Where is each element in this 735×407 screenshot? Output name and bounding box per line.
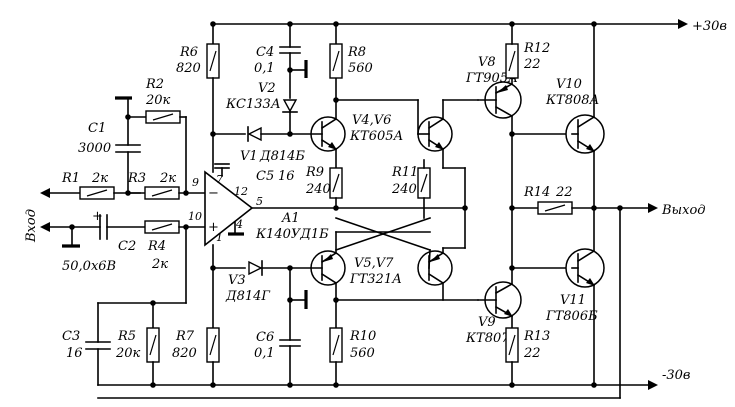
r2-ref: R2 bbox=[145, 77, 164, 92]
r12-value: 22 bbox=[523, 57, 541, 72]
r8-value: 560 bbox=[348, 61, 373, 76]
r13-value: 22 bbox=[523, 346, 541, 361]
r3-value: 2к bbox=[159, 171, 176, 186]
r6-value: 820 bbox=[176, 61, 201, 76]
r1-ref: R1 bbox=[61, 171, 80, 186]
transistor-v7 bbox=[417, 250, 453, 286]
c2-ref: C2 bbox=[118, 239, 136, 254]
r6-ref: R6 bbox=[179, 45, 198, 60]
r11-ref: R11 bbox=[391, 165, 418, 180]
positive-rail-label: +30в bbox=[692, 19, 727, 34]
opamp-pin-9: 9 bbox=[192, 176, 199, 189]
r7-value: 820 bbox=[172, 346, 197, 361]
opamp-minus-sign: − bbox=[208, 186, 219, 201]
v4v6-ref: V4,V6 bbox=[352, 113, 391, 128]
c4-ref: C4 bbox=[256, 45, 274, 60]
v5v7-part: ГТ321А bbox=[349, 272, 402, 287]
r3-ref: R3 bbox=[127, 171, 146, 186]
c6-value: 0,1 bbox=[254, 346, 275, 361]
opamp-pin-10: 10 bbox=[188, 210, 202, 223]
v4v6-part: КТ605А bbox=[349, 129, 403, 144]
r9-value: 240 bbox=[305, 182, 331, 197]
c6-ref: C6 bbox=[256, 330, 274, 345]
negative-rail: -30в bbox=[97, 368, 691, 390]
c2-plus: + bbox=[92, 209, 103, 224]
r5-value: 20к bbox=[115, 346, 141, 361]
c2-value: 50,0х6В bbox=[62, 259, 116, 274]
v8-ref: V8 bbox=[478, 55, 496, 70]
c5-ref: C5 bbox=[256, 169, 274, 184]
c3-ref: C3 bbox=[62, 329, 80, 344]
input-arrows: Вход bbox=[24, 188, 50, 243]
r10-value: 560 bbox=[350, 346, 375, 361]
r14-ref: R14 bbox=[523, 185, 550, 200]
r4-value: 2к bbox=[151, 257, 168, 272]
v1-part: Д814Б bbox=[259, 149, 305, 164]
v1-ref: V1 bbox=[240, 149, 258, 164]
v5v7-ref: V5,V7 bbox=[354, 256, 394, 271]
c4-value: 0,1 bbox=[254, 61, 275, 76]
v10-part: КТ808А bbox=[545, 93, 599, 108]
v8-part: ГТ905А bbox=[465, 71, 518, 86]
opamp-plus-sign: + bbox=[208, 220, 219, 235]
r11-value: 240 bbox=[391, 182, 417, 197]
r14-value: 22 bbox=[555, 185, 573, 200]
c3-value: 16 bbox=[66, 346, 83, 361]
v3-ref: V3 bbox=[228, 273, 246, 288]
v10-ref: V10 bbox=[556, 77, 582, 92]
r7-ref: R7 bbox=[175, 329, 195, 344]
v11-part: ГТ806Б bbox=[545, 309, 598, 324]
input-label: Вход bbox=[24, 209, 39, 243]
c1-ref: C1 bbox=[88, 121, 106, 136]
r13-ref: R13 bbox=[523, 329, 550, 344]
opamp-ref: A1 bbox=[281, 211, 300, 226]
c5-value: 16 bbox=[278, 169, 295, 184]
v11-ref: V11 bbox=[560, 293, 586, 308]
r10-ref: R10 bbox=[349, 329, 376, 344]
opamp-pin-12: 12 bbox=[234, 185, 248, 198]
transistor-v4 bbox=[310, 116, 346, 152]
v9-ref: V9 bbox=[478, 315, 496, 330]
r2-value: 20к bbox=[145, 93, 171, 108]
v2-ref: V2 bbox=[258, 81, 276, 96]
opamp-pin-7: 7 bbox=[216, 173, 223, 186]
c1-value: 3000 bbox=[78, 141, 111, 156]
opamp-part: К140УД1Б bbox=[255, 227, 329, 242]
v2-part: КС133А bbox=[225, 97, 281, 112]
r9-ref: R9 bbox=[305, 165, 324, 180]
transistor-v11 bbox=[565, 248, 605, 288]
output-label: Выход bbox=[661, 203, 706, 218]
opamp-pin-5: 5 bbox=[256, 195, 263, 208]
opamp-pin-1: 1 bbox=[216, 231, 223, 244]
opamp-pin-4: 4 bbox=[235, 218, 243, 231]
r4-ref: R4 bbox=[147, 239, 166, 254]
v3-part: Д814Г bbox=[225, 289, 270, 304]
negative-rail-label: -30в bbox=[662, 368, 691, 383]
r8-ref: R8 bbox=[347, 45, 366, 60]
r1-value: 2к bbox=[91, 171, 108, 186]
r5-ref: R5 bbox=[117, 329, 136, 344]
r12-ref: R12 bbox=[523, 41, 550, 56]
opamp-a1: − + 9 10 5 7 12 4 1 A1 К140УД1Б bbox=[188, 170, 329, 247]
